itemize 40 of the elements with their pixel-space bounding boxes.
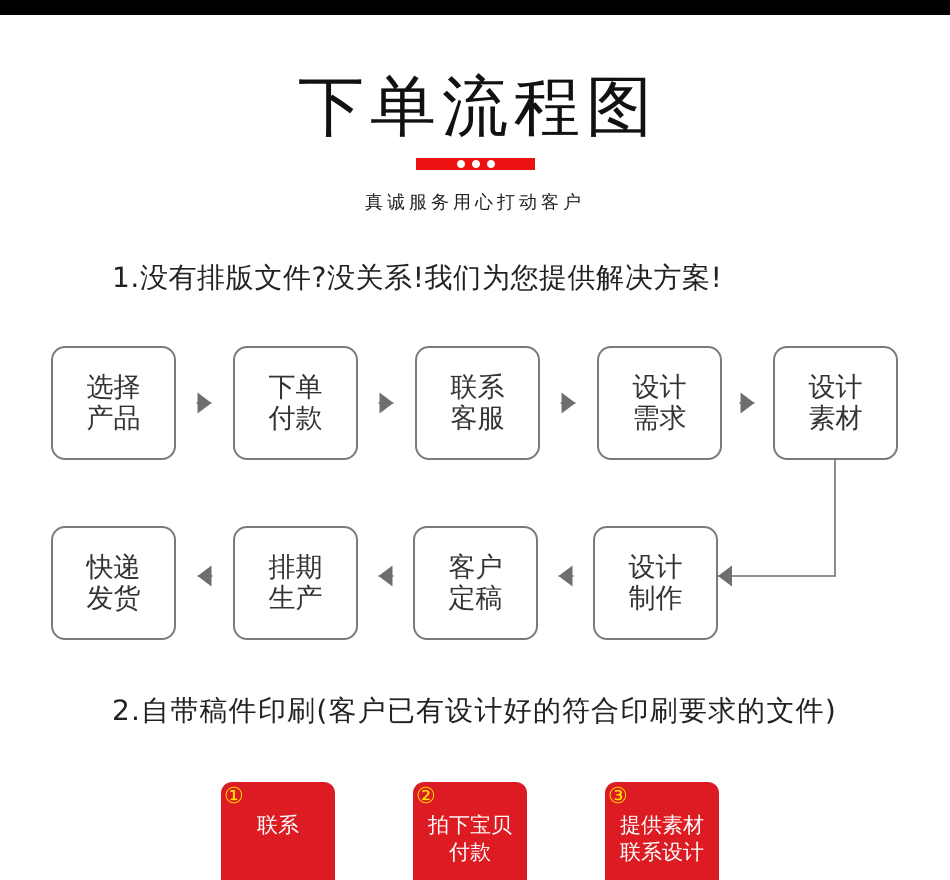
- step-label: 联系客服: [450, 372, 506, 434]
- step-number: ③: [608, 785, 628, 809]
- process-box: [51, 526, 176, 640]
- arrow: [198, 566, 212, 586]
- arrow: [718, 460, 836, 586]
- step-label: 客户定稿: [448, 552, 504, 614]
- step-card: [605, 782, 719, 880]
- step-label: 排期生产: [268, 552, 324, 614]
- arrow: [560, 392, 576, 414]
- section-heading: 1.没有排版文件?没关系!我们为您提供解决方案!: [112, 261, 722, 295]
- subtitle: 真诚服务用心打动客户: [365, 191, 585, 215]
- arrow: [378, 566, 394, 586]
- step-label: 设计素材: [808, 372, 864, 434]
- section-heading: 2.自带稿件印刷(客户已有设计好的符合印刷要求的文件): [112, 694, 837, 728]
- step-label: 拍下宝贝付款: [427, 812, 513, 866]
- step-card: [221, 782, 335, 880]
- process-box: [593, 526, 718, 640]
- title: 下单流程图: [298, 72, 658, 142]
- step-card: [413, 782, 527, 880]
- step-label: 提供素材联系设计: [619, 812, 705, 866]
- process-box: [233, 346, 358, 460]
- process-box: [597, 346, 722, 460]
- arrow: [196, 392, 212, 414]
- arrow: [558, 566, 574, 586]
- process-box: [51, 346, 176, 460]
- step-number: ①: [224, 785, 244, 809]
- step-label: 设计需求: [632, 372, 688, 434]
- process-box: [415, 346, 540, 460]
- process-box: [413, 526, 538, 640]
- step-number: ②: [416, 785, 436, 809]
- top-bar: [0, 0, 950, 15]
- step-label: 联系: [256, 812, 300, 839]
- step-label: 选择产品: [86, 372, 142, 434]
- arrow: [740, 392, 754, 414]
- step-label: 快递发货: [85, 552, 142, 614]
- process-box: [773, 346, 898, 460]
- step-label: 下单付款: [268, 372, 324, 434]
- step-label: 设计制作: [628, 552, 684, 614]
- process-box: [233, 526, 358, 640]
- arrow: [378, 392, 394, 414]
